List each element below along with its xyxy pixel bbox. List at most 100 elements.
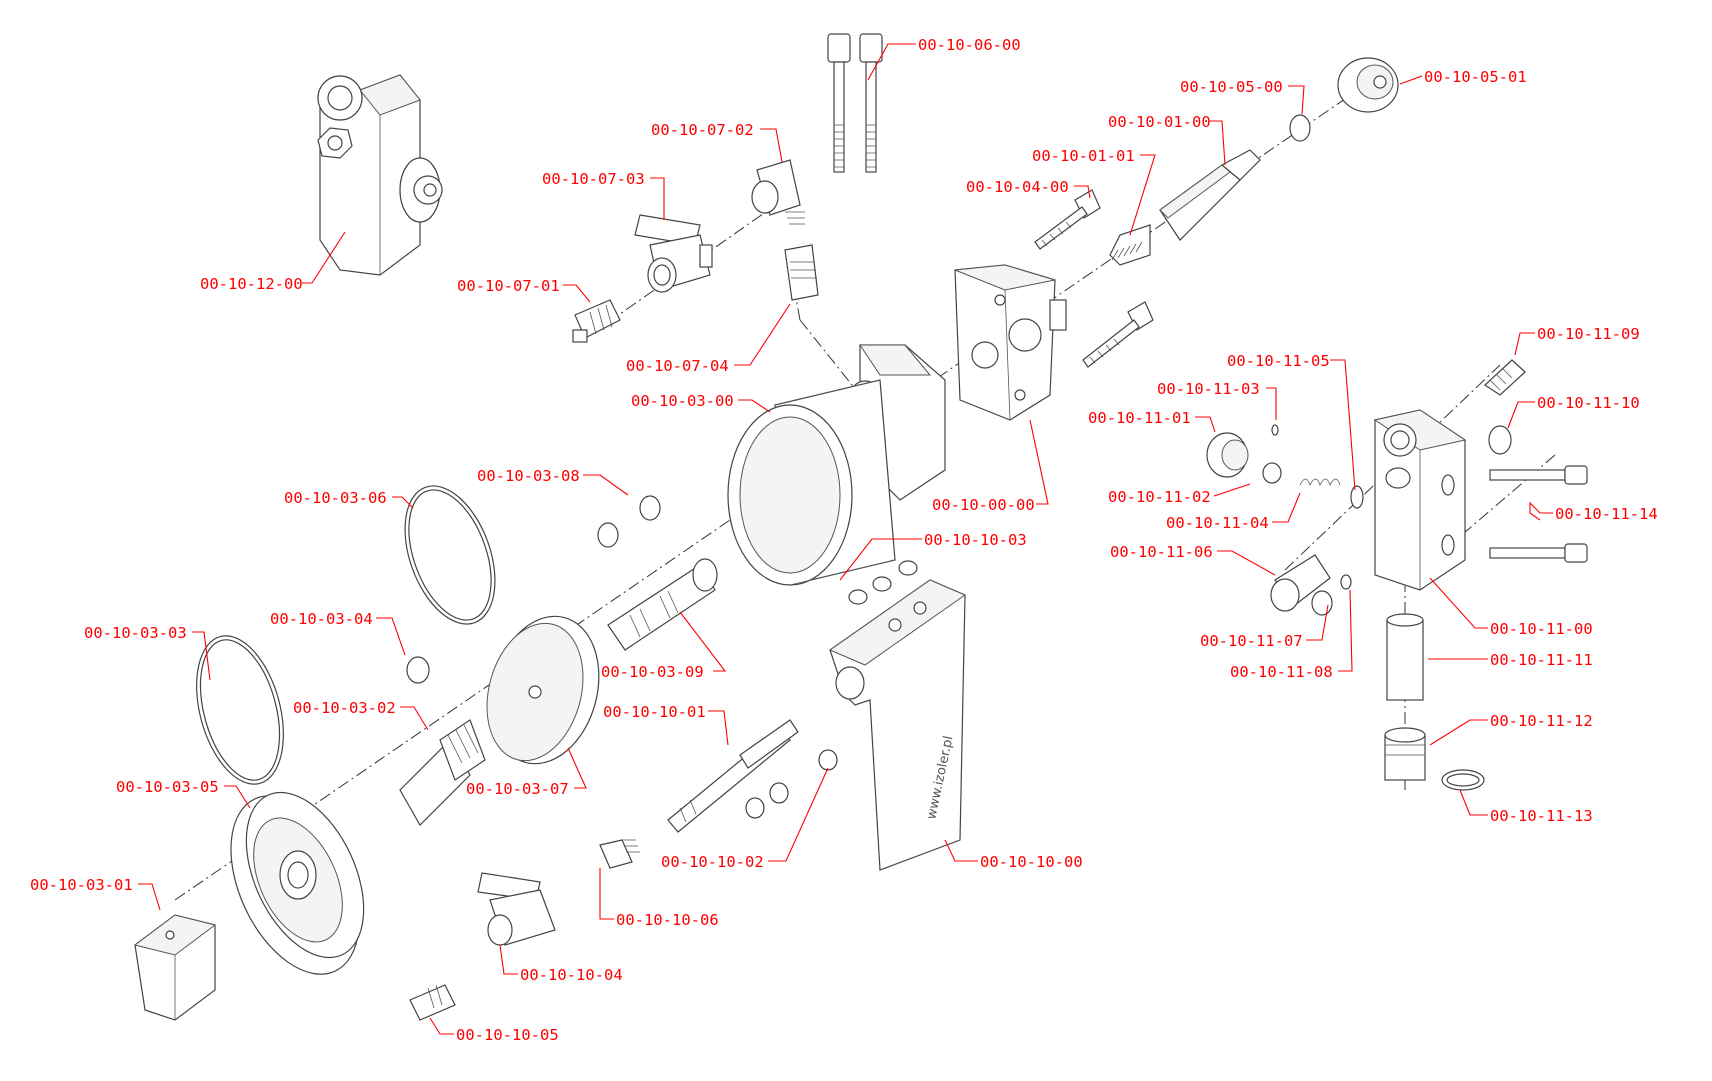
- callout-label: 00-10-11-08: [1230, 663, 1333, 681]
- callout-label: 00-10-11-05: [1227, 352, 1330, 370]
- callout-leader: [867, 43, 916, 81]
- callout-label: 00-10-03-05: [116, 778, 219, 796]
- callout-leader: [1074, 185, 1091, 199]
- callout-leader: [1217, 550, 1276, 576]
- callout-label: 00-10-01-00: [1108, 113, 1211, 131]
- callout-label: 00-10-03-07: [466, 780, 569, 798]
- callout-leader: [1213, 483, 1251, 497]
- callout-label: 00-10-11-09: [1537, 325, 1640, 343]
- callout-label: 00-10-07-03: [542, 170, 645, 188]
- callout-label: 00-10-11-06: [1110, 543, 1213, 561]
- callout-label: 00-10-11-10: [1537, 394, 1640, 412]
- callout-label: 00-10-10-05: [456, 1026, 559, 1044]
- callout-label: 00-10-11-11: [1490, 651, 1593, 669]
- callout-label: 00-10-05-01: [1424, 68, 1527, 86]
- callout-leader: [1459, 789, 1488, 816]
- knob-part: [133, 914, 217, 1021]
- callout-label: 00-10-10-00: [980, 853, 1083, 871]
- callout-leader: [1266, 387, 1277, 420]
- callout-label: 00-10-07-01: [457, 277, 560, 295]
- callout-label: 00-10-03-03: [84, 624, 187, 642]
- main-body-part: [727, 344, 946, 586]
- callout-leader: [768, 767, 829, 862]
- callout-label: 00-10-10-01: [603, 703, 706, 721]
- callout-leader: [708, 710, 729, 746]
- callout-label: 00-10-04-00: [966, 178, 1069, 196]
- needle-part: [607, 558, 718, 651]
- right-module-part: [1206, 359, 1588, 791]
- callout-label: 00-10-03-06: [284, 489, 387, 507]
- callout-label: 00-10-11-04: [1166, 514, 1269, 532]
- callout-leader: [734, 303, 791, 366]
- callout-label: 00-10-12-00: [200, 275, 303, 293]
- hex-block-part: [954, 264, 1067, 421]
- callout-label: 00-10-11-13: [1490, 807, 1593, 825]
- callouts: 00-10-06-00 00-10-05-00 00-10-05-01 00-10-0…: [30, 36, 1658, 1044]
- piston-disc-part: [486, 615, 600, 765]
- callout-leader: [1288, 85, 1305, 115]
- callout-leader: [583, 474, 629, 496]
- callout-leader: [567, 747, 587, 789]
- callout-label: 00-10-03-02: [293, 699, 396, 717]
- callout-leader: [1210, 120, 1226, 166]
- callout-leader: [1529, 501, 1553, 521]
- callout-label: 00-10-07-04: [626, 357, 729, 375]
- callout-leader: [1429, 577, 1488, 629]
- callout-leader: [1029, 419, 1049, 505]
- callout-leader: [1507, 401, 1535, 429]
- callout-leader: [1514, 332, 1535, 356]
- callout-label: 00-10-03-01: [30, 876, 133, 894]
- callout-leader: [302, 231, 346, 284]
- callout-leader: [599, 868, 614, 920]
- callout-label: 00-10-11-03: [1157, 380, 1260, 398]
- callout-leader: [192, 631, 211, 681]
- callout-label: 00-10-07-02: [651, 121, 754, 139]
- bracket-part: [317, 74, 443, 276]
- callout-label: 00-10-11-01: [1088, 409, 1191, 427]
- rod-part: [1109, 149, 1261, 266]
- callout-label: 00-10-06-00: [918, 36, 1021, 54]
- callout-leader: [400, 706, 429, 731]
- medium-screws-part: [1034, 189, 1154, 368]
- callout-leader: [1338, 589, 1353, 672]
- callout-leader: [738, 399, 771, 413]
- callout-label: 00-10-03-08: [477, 467, 580, 485]
- callout-label: 00-10-10-03: [924, 531, 1027, 549]
- top-valve-part: [572, 159, 819, 343]
- callout-leader: [1272, 492, 1301, 523]
- callout-label: 00-10-10-02: [661, 853, 764, 871]
- handle-part: www.izoler.pl: [828, 579, 967, 871]
- callout-leader: [1129, 154, 1156, 236]
- callout-leader: [839, 538, 922, 581]
- callout-leader: [679, 611, 727, 672]
- callout-leader: [138, 883, 161, 911]
- long-screws-part: [827, 33, 883, 173]
- callout-label: 00-10-10-04: [520, 966, 623, 984]
- callout-label: 00-10-10-06: [616, 911, 719, 929]
- callout-label: 00-10-03-04: [270, 610, 373, 628]
- callout-leader: [1399, 75, 1423, 85]
- callout-leader: [1195, 416, 1216, 433]
- callout-leader: [944, 839, 978, 862]
- callout-label: 00-10-00-00: [932, 496, 1035, 514]
- callout-label: 00-10-11-12: [1490, 712, 1593, 730]
- callout-leader: [499, 944, 518, 975]
- callout-leader: [563, 284, 591, 303]
- callout-label: 00-10-11-02: [1108, 488, 1211, 506]
- callout-label: 00-10-11-14: [1555, 505, 1658, 523]
- callout-leader: [1306, 604, 1329, 641]
- callout-label: 00-10-03-09: [601, 663, 704, 681]
- callout-leader: [650, 177, 665, 220]
- seals-part: [196, 485, 661, 785]
- callout-label: 00-10-05-00: [1180, 78, 1283, 96]
- callout-leader: [1429, 719, 1488, 746]
- callout-leader: [1330, 359, 1356, 491]
- callout-leader: [392, 496, 414, 509]
- callout-label: 00-10-11-07: [1200, 632, 1303, 650]
- adapter-part: [399, 719, 486, 826]
- callout-leader: [429, 1017, 454, 1035]
- callout-leader: [760, 128, 783, 163]
- cap-nut-part: [1289, 57, 1399, 142]
